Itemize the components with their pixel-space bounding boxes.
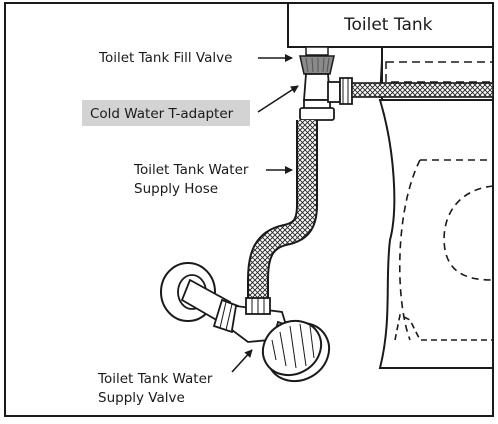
supply-hose [247, 120, 318, 298]
t-adapter-highlight [82, 100, 250, 126]
valve-arrow [231, 349, 253, 373]
fill-valve-nut [299, 46, 335, 75]
supply-valve [160, 262, 331, 383]
hose-label-line1: Toilet Tank Water [133, 162, 249, 178]
tank-label: Toilet Tank [343, 15, 433, 35]
toilet-bowl [378, 99, 494, 369]
hose-label-line2: Supply Hose [134, 181, 218, 197]
valve-label-line1: Toilet Tank Water [97, 371, 213, 387]
t-adapter-label: Cold Water T-adapter [90, 106, 234, 122]
tank-supply-braid [351, 82, 494, 98]
toilet-tank [287, 2, 494, 101]
valve-label-line2: Supply Valve [98, 390, 185, 406]
t-adapter-arrow [257, 85, 299, 113]
fill-valve-label: Toilet Tank Fill Valve [98, 50, 232, 66]
